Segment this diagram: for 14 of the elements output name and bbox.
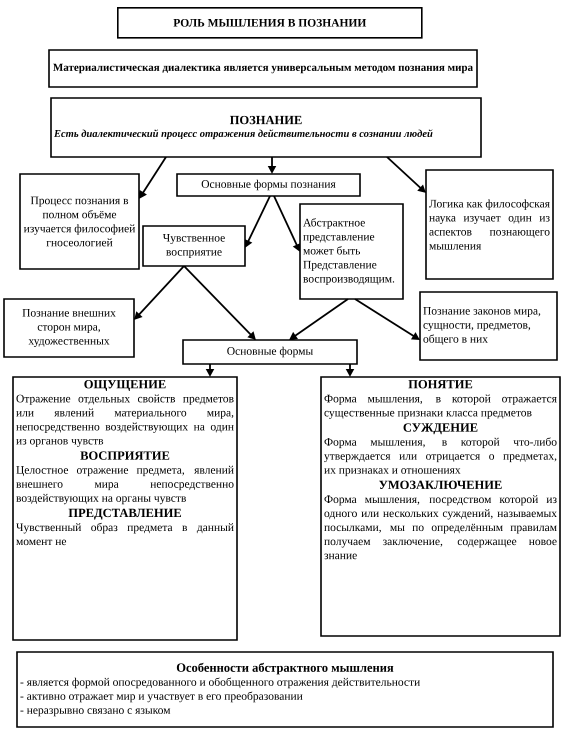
- text-box: Основные формы познания: [176, 173, 361, 197]
- title-box: РОЛЬ МЫШЛЕНИЯ В ПОЗНАНИИ: [117, 7, 423, 39]
- text-box: Абстрактное представление может быть Представление воспроизводящим.: [299, 203, 404, 300]
- text-box: Познание внешних сторон мира, художественных: [3, 298, 135, 358]
- text-box: Познание законов мира, сущности, предметов, общего в них: [419, 291, 558, 361]
- definition-panel: ОЩУЩЕНИЕ Отражение отдельных свойств предметов или явлений материального мира, непосредственно воздействующих на один из органов чувств ВОСПРИЯТИЕ Целостное отражение предмета, явлений внешнего мира непосредственно воздействующих на органы чувств ПРЕДСТАВЛЕНИЕ Чувственный образ предмета в данный момент не: [12, 376, 238, 641]
- statement-box: Материалистическая диалектика является универсальным методом познания мира: [48, 49, 478, 88]
- text-box: Чувственное восприятие: [142, 225, 246, 267]
- concept-box: ПОЗНАНИЕ Есть диалектический процесс отражения действительности в сознании людей: [50, 97, 482, 158]
- definition-panel: ПОНЯТИЕ Форма мышления, в которой отражается существенные признаки класса предметов СУЖДЕНИЕ Форма мышления, в которой что-либо утверждается или отрицается о предметах, их признаках и отношениях УМОЗАКЛЮЧЕНИЕ Форма мышления, посредством которой из одного или нескольких суждений, называемых посылками, мы по определённым правилам получаем заключение, содержащее новое знание: [320, 376, 561, 637]
- text-box: Логика как философская наука изучает один из аспектов познающего мышления: [425, 169, 554, 280]
- features-panel: Особенности абстрактного мышления - является формой опосредованного и обобщенного отражения действительности - активно отражает мир и участвует в его преобразовании - неразрывно связано с языком: [16, 651, 554, 728]
- text-box: Процесс познания в полном объёме изучается философией гносеологией: [19, 173, 140, 270]
- text-box: Основные формы: [182, 339, 358, 365]
